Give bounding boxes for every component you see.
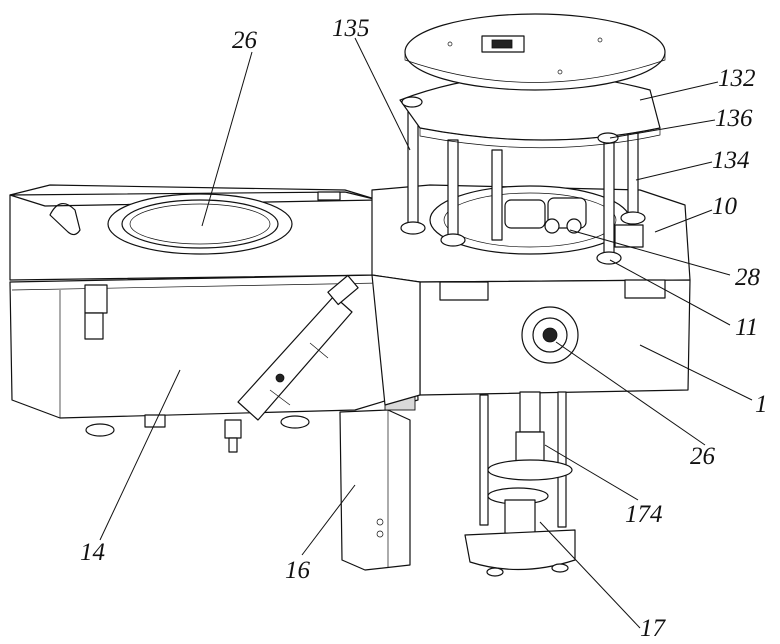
- lower-plate-boss-1: [401, 96, 423, 108]
- left-box-14: [9, 184, 389, 453]
- leader-132: [639, 81, 719, 101]
- leader-135: [354, 37, 411, 151]
- leader-17: [539, 521, 641, 629]
- top-plate-hole-1: [447, 41, 453, 47]
- lower-rod-1: [479, 394, 489, 526]
- top-plate-face: [404, 13, 666, 91]
- label-17: 17: [640, 615, 667, 642]
- base-plate-17: [464, 529, 576, 577]
- lower-assembly-174: [479, 391, 573, 541]
- label-26-right: 26: [690, 443, 716, 470]
- leader-28: [569, 229, 731, 276]
- gripper-body-1: [504, 199, 546, 229]
- left-top-hinge: [317, 191, 341, 201]
- label-174: 174: [625, 501, 663, 528]
- base-foot-2: [551, 563, 569, 573]
- leader-11: [609, 259, 731, 326]
- post-left-rear: [447, 139, 459, 246]
- vertical-posts: [400, 107, 646, 265]
- lower-plate-136: [399, 74, 661, 149]
- base-plate-body: [464, 529, 576, 571]
- gripper-wheel-2: [566, 218, 582, 234]
- leader-16: [301, 484, 356, 556]
- label-16: 16: [285, 557, 311, 584]
- base-foot-1: [486, 567, 504, 577]
- post-collar-3: [596, 251, 622, 265]
- left-box-handle: [49, 203, 81, 236]
- left-latch-plate-2: [84, 312, 104, 340]
- leader-174: [544, 444, 639, 501]
- post-135: [407, 107, 419, 234]
- left-latch-plate-1: [84, 284, 108, 314]
- leader-1: [639, 344, 753, 401]
- top-plate-chip: [491, 39, 513, 49]
- cylinder-body: [237, 295, 353, 421]
- label-136: 136: [715, 105, 753, 132]
- leader-134: [635, 161, 713, 181]
- post-right-rear: [603, 139, 615, 256]
- fitting-stem: [228, 437, 238, 453]
- left-window-glass: [129, 203, 271, 245]
- label-26-top: 26: [232, 27, 258, 54]
- label-132: 132: [718, 65, 756, 92]
- left-box-seam: [11, 282, 381, 291]
- right-box-block-2: [624, 279, 666, 299]
- post-center: [491, 149, 503, 241]
- left-window-ring-inner: [121, 199, 279, 249]
- leader-26a: [201, 51, 253, 227]
- inner-ring-inner: [443, 192, 617, 248]
- support-column-16: [339, 409, 411, 571]
- cylinder-band-2: [309, 342, 329, 359]
- label-11: 11: [735, 314, 758, 341]
- label-28: 28: [735, 264, 761, 291]
- top-plate-hole-2: [597, 37, 603, 43]
- cylinder-band-1: [269, 389, 291, 406]
- post-collar-4: [620, 211, 646, 225]
- part-labels: 26 135 132 136 134 10 28 11 1 26 174 14 …: [80, 15, 768, 642]
- column-hole-2: [376, 530, 384, 538]
- gripper-mechanism-28: [504, 197, 587, 234]
- label-10: 10: [712, 193, 738, 220]
- gripper-wheel-1: [544, 218, 560, 234]
- right-box-side-face: [371, 274, 421, 406]
- top-plate-132: [404, 13, 666, 91]
- right-box-block-1: [439, 281, 489, 301]
- top-plate-edge: [404, 52, 666, 83]
- leader-10: [654, 209, 713, 233]
- label-1: 1: [755, 391, 768, 418]
- left-foot-3: [144, 414, 166, 428]
- fitting-body: [224, 419, 242, 439]
- post-collar-1: [400, 221, 426, 235]
- label-14: 14: [80, 539, 105, 566]
- label-134: 134: [712, 147, 750, 174]
- left-foot-2: [280, 415, 310, 429]
- pneumatic-cylinder: [237, 274, 359, 421]
- top-plate-hole-3: [557, 69, 563, 75]
- lower-shaft-upper: [519, 391, 541, 433]
- column-body: [339, 409, 411, 571]
- lower-rod-2: [557, 391, 567, 528]
- post-134: [627, 127, 639, 224]
- lower-plate-boss-2: [597, 132, 619, 144]
- label-135: 135: [332, 15, 370, 42]
- lower-mid-plate: [487, 459, 573, 481]
- post-collar-2: [440, 233, 466, 247]
- leader-26b: [555, 341, 706, 446]
- left-foot-1: [85, 423, 115, 437]
- column-hole-1: [376, 518, 384, 526]
- leader-136: [609, 119, 716, 139]
- cylinder-clevis: [327, 274, 359, 306]
- leader-lines: [99, 37, 753, 629]
- front-flange-bore: [542, 327, 558, 343]
- lower-plate-edge: [419, 127, 661, 149]
- leader-14: [99, 369, 181, 541]
- cylinder-port: [275, 373, 285, 383]
